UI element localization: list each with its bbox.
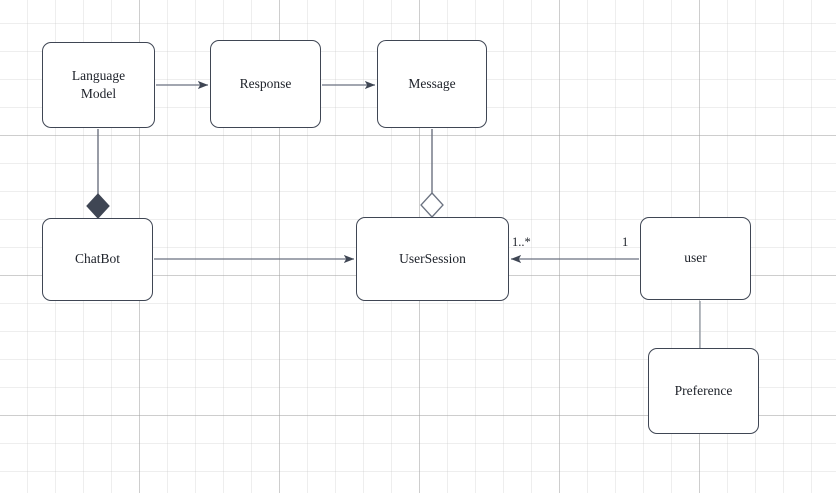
- node-language-model-label-line2: Model: [80, 86, 117, 101]
- hollow-diamond-icon: [420, 192, 444, 218]
- edge-languagemodel-chatbot-composition: [86, 129, 110, 219]
- node-language-model-label: Language Model: [72, 67, 125, 103]
- node-message-label: Message: [408, 75, 456, 91]
- node-user[interactable]: user: [640, 217, 751, 300]
- node-chatbot-label: ChatBot: [74, 251, 120, 267]
- node-preference-label: Preference: [674, 382, 733, 398]
- node-language-model[interactable]: Language Model: [42, 42, 155, 128]
- node-usersession[interactable]: UserSession: [356, 217, 509, 301]
- node-response-label: Response: [239, 75, 292, 91]
- edge-message-usersession-aggregation: [420, 129, 444, 218]
- node-user-label: user: [684, 250, 707, 266]
- node-response[interactable]: Response: [210, 40, 321, 128]
- multiplicity-label-user: 1: [622, 235, 629, 249]
- multiplicity-label-usersession: 1..*: [512, 235, 531, 249]
- filled-diamond-icon: [86, 193, 110, 219]
- node-preference[interactable]: Preference: [648, 348, 759, 434]
- node-message[interactable]: Message: [377, 40, 487, 128]
- node-language-model-label-line1: Language: [71, 67, 126, 83]
- node-usersession-label: UserSession: [399, 250, 466, 266]
- node-chatbot[interactable]: ChatBot: [42, 218, 153, 301]
